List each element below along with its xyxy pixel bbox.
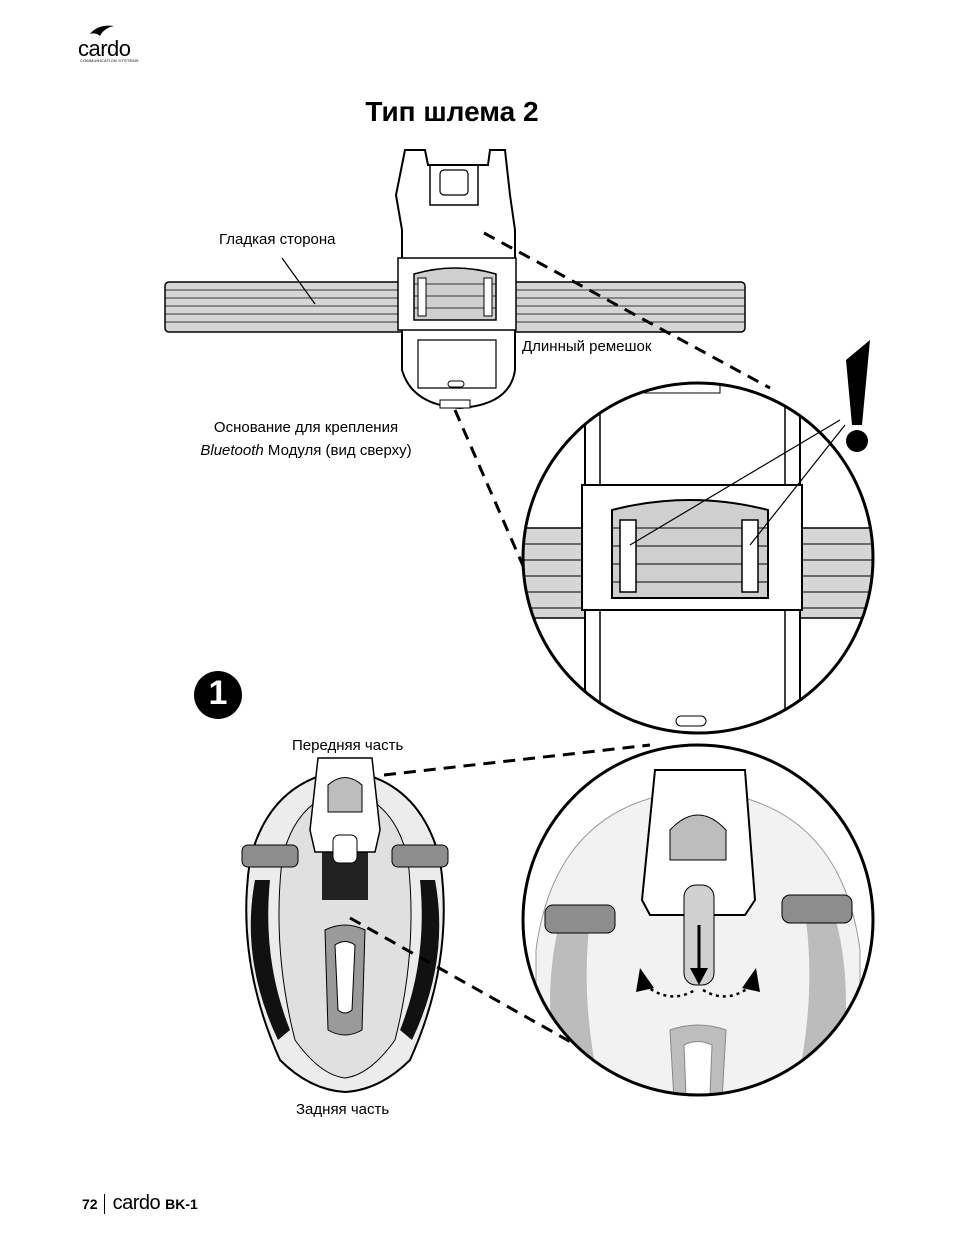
mount-base-top	[394, 149, 517, 410]
label-module-topview: Модуля (вид сверху)	[263, 442, 412, 459]
footer-model: BK-1	[165, 1195, 198, 1212]
zoom-circle-mount	[521, 381, 875, 735]
logo-tagline: COMMUNICATION SYSTEMS	[80, 58, 139, 63]
cardo-logo: cardo COMMUNICATION SYSTEMS	[78, 22, 139, 66]
label-mount-base: Основание для крепления Bluetooth Модуля…	[196, 416, 416, 462]
logo-word: cardo	[78, 36, 131, 61]
label-front: Передняя часть	[292, 737, 404, 754]
helmet-top-view	[241, 757, 449, 1094]
exclamation-icon	[846, 340, 870, 452]
page-title: Тип шлема 2	[365, 96, 539, 127]
label-long-strap: Длинный ремешок	[522, 338, 652, 355]
footer-brand: cardo	[112, 1192, 161, 1214]
footer-divider	[103, 1193, 105, 1214]
page-footer: 72 cardo BK-1	[82, 1192, 198, 1215]
label-back: Задняя часть	[296, 1101, 390, 1118]
zoom-circle-helmet	[521, 743, 875, 1097]
label-smooth-side: Гладкая сторона	[219, 231, 336, 248]
page-number: 72	[82, 1195, 98, 1212]
step-number: 1	[208, 674, 228, 712]
label-mount-base-line2: Bluetooth Модуля (вид сверху)	[196, 439, 416, 462]
step-badge	[194, 671, 242, 719]
label-mount-base-line1: Основание для крепления	[213, 419, 399, 436]
label-bluetooth: Bluetooth	[200, 442, 264, 459]
cardo-bird-icon	[90, 25, 114, 36]
